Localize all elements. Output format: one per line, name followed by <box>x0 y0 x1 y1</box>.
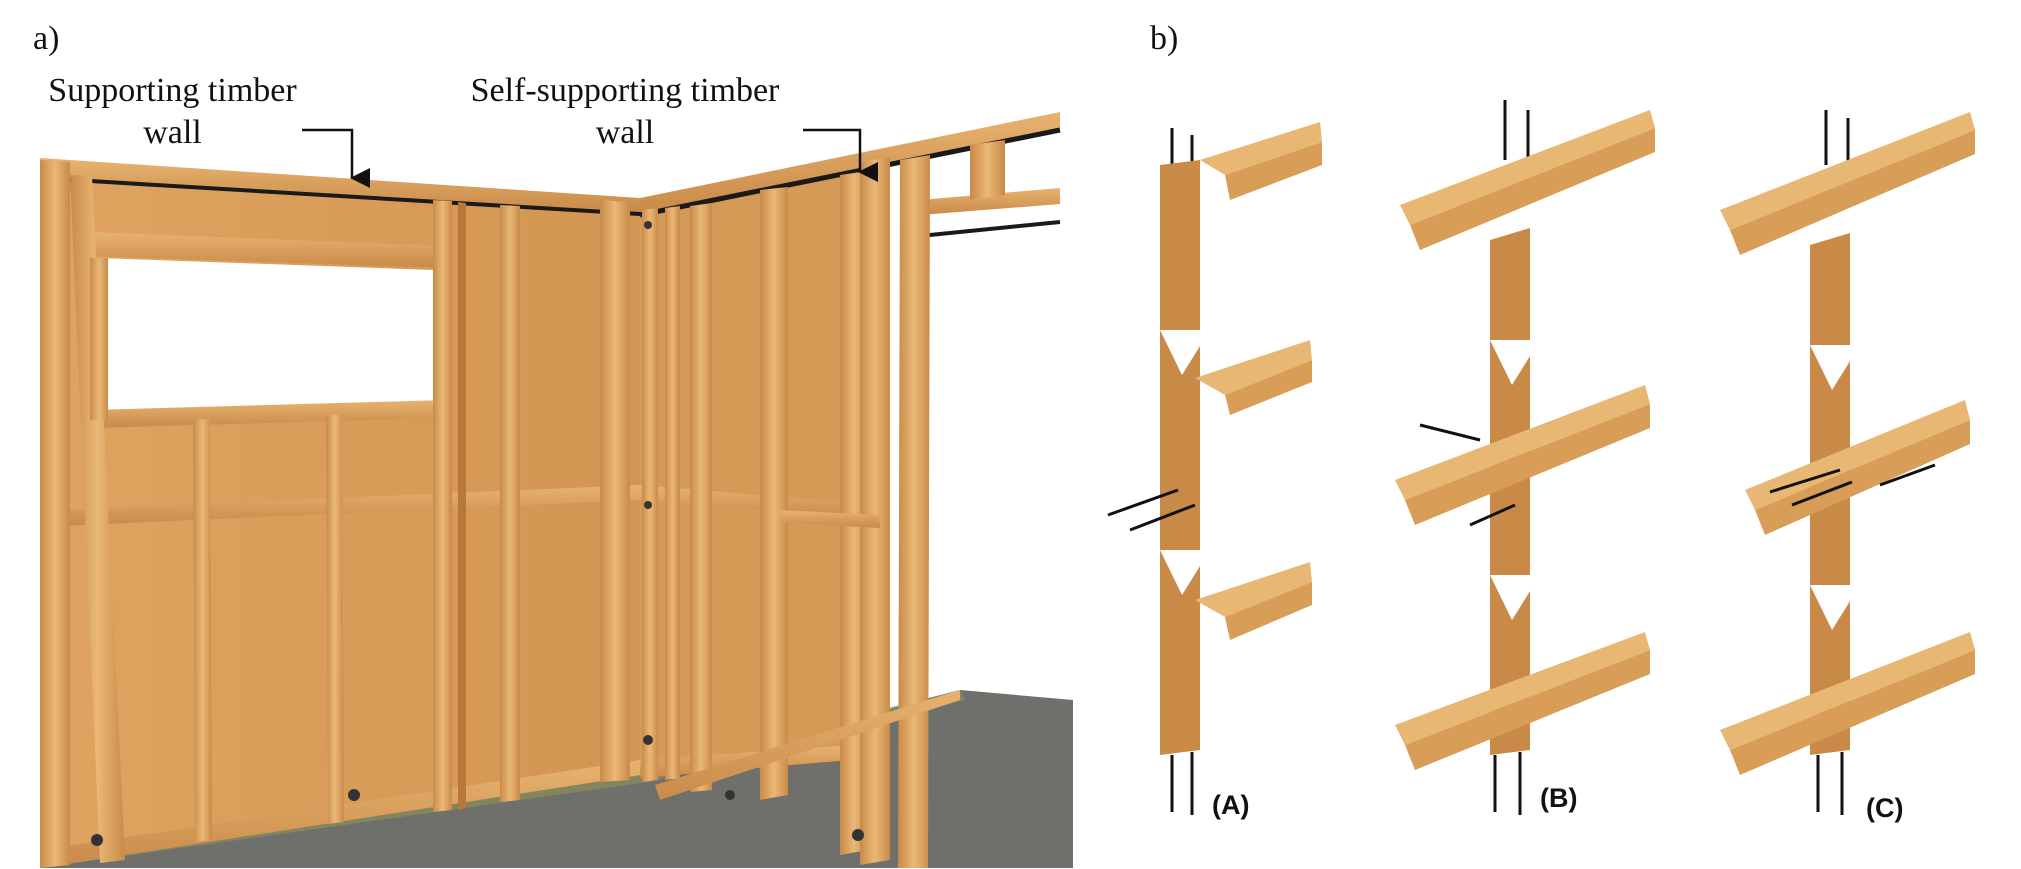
panel-b-label: b) <box>1150 20 1179 57</box>
framed-wall-illustration <box>39 112 1073 868</box>
joint-variant-b <box>1395 100 1655 815</box>
nails-top-c <box>1824 110 1850 170</box>
window-opening <box>100 258 433 418</box>
callout-supporting-wall: Supporting timber wall <box>10 70 335 154</box>
callout-arrow-supporting <box>302 128 370 188</box>
variant-c-label: (C) <box>1866 793 1904 823</box>
joint-variant-a <box>1107 122 1322 815</box>
top-plate-edge-line <box>39 176 641 216</box>
nails-bottom-a <box>1170 752 1194 815</box>
joint-details-illustration <box>1107 100 1975 815</box>
studs-supporting-wall <box>40 160 630 868</box>
variant-a-label: (A) <box>1212 790 1250 820</box>
nails-top-b <box>1503 100 1530 165</box>
callout-supporting-wall-line2: wall <box>143 114 202 151</box>
callout-self-supporting-wall: Self-supporting timber wall <box>440 70 810 154</box>
nails-mid-c <box>1769 463 1936 507</box>
nails-mid-a <box>1107 488 1196 532</box>
header-over-window <box>90 232 445 268</box>
callout-self-supporting-wall-line2: wall <box>595 114 655 151</box>
callout-arrow-self-supporting <box>803 128 878 182</box>
window-sill <box>92 400 445 428</box>
nails-bottom-b <box>1493 752 1522 815</box>
panel-a-label: a) <box>33 20 60 57</box>
nails-mid-b <box>1419 423 1516 527</box>
variant-b-label: (B) <box>1540 783 1578 813</box>
self-supporting-wall-frame <box>639 112 1061 868</box>
anchor-bolts <box>91 221 864 846</box>
top-plate-supporting <box>40 158 640 212</box>
joint-variant-c <box>1720 110 1975 815</box>
callout-self-supporting-wall-line1: Self-supporting timber <box>470 72 780 109</box>
callout-supporting-wall-line1: Supporting timber <box>48 72 297 109</box>
nails-bottom-c <box>1816 752 1844 815</box>
